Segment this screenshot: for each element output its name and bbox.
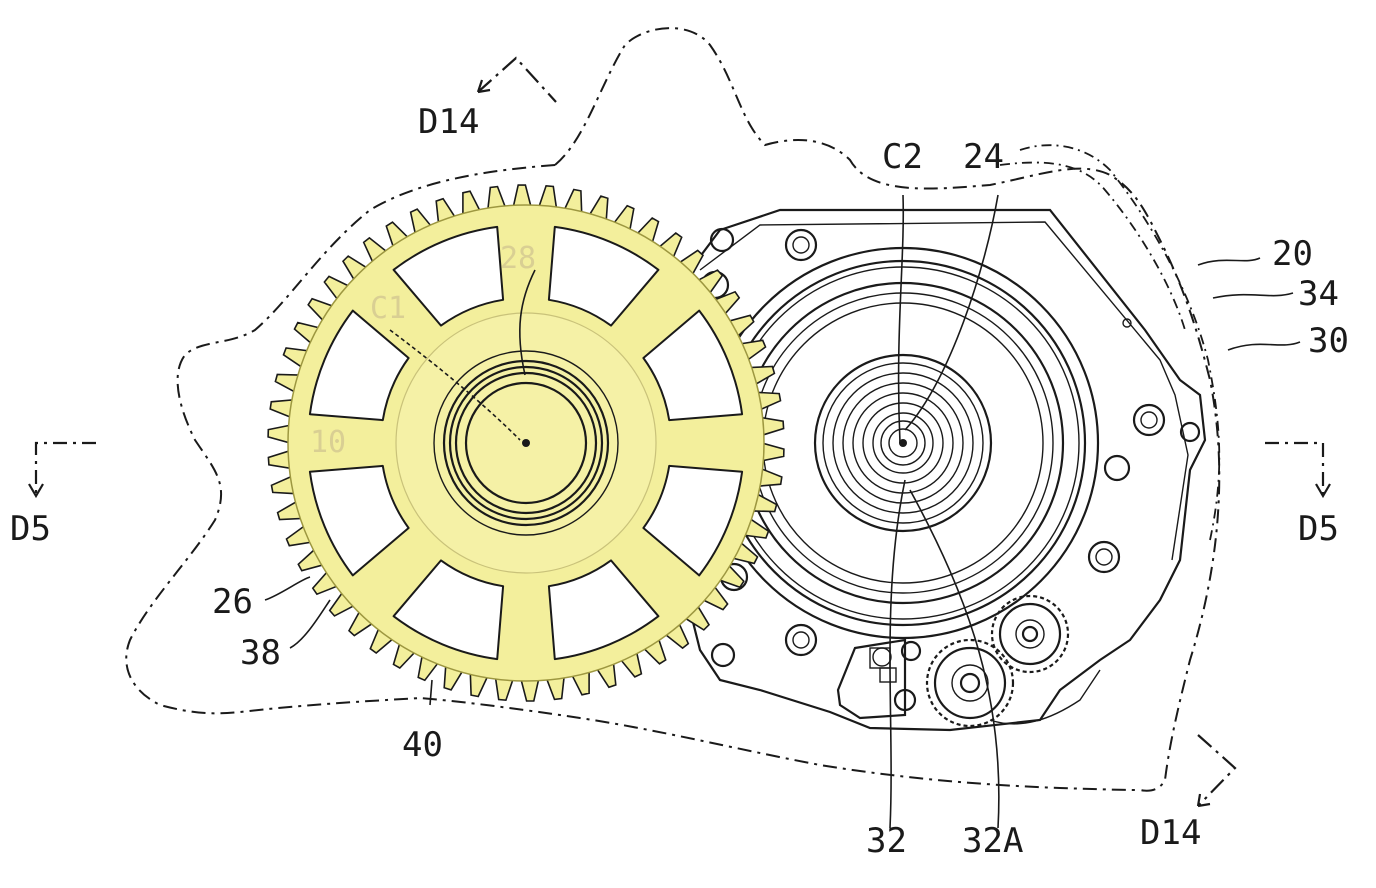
- gear-windows: [308, 225, 744, 661]
- labels: D14 D14 D5 D5 C2 24 20 34 30 26 38 40 32…: [10, 102, 1349, 861]
- gear-window: [547, 559, 660, 661]
- leader-lines: [264, 194, 1301, 829]
- section-line-d5-right: [1265, 441, 1331, 499]
- label-32a: 32A: [962, 821, 1023, 861]
- label-10: 10: [310, 425, 346, 460]
- label-24: 24: [963, 137, 1004, 177]
- section-line-d5-left: [28, 441, 96, 499]
- label-c2: C2: [882, 137, 923, 177]
- gear-window: [547, 225, 660, 327]
- label-d14-bottom: D14: [1140, 813, 1201, 853]
- highlighted-gear: [267, 184, 785, 702]
- gear-train: [836, 594, 1101, 728]
- label-38: 38: [240, 633, 281, 673]
- label-30: 30: [1308, 321, 1349, 361]
- gear-window: [642, 464, 744, 577]
- label-26: 26: [212, 582, 253, 622]
- label-40: 40: [402, 725, 443, 765]
- gear-window: [308, 464, 410, 577]
- housing-outline: [125, 27, 1221, 792]
- label-d14-top: D14: [418, 102, 479, 142]
- section-line-d14-top: [476, 56, 557, 103]
- gear-window: [392, 225, 505, 327]
- label-34: 34: [1298, 274, 1339, 314]
- label-c1: C1: [370, 291, 406, 326]
- gear-window: [392, 559, 505, 661]
- label-d5-right: D5: [1298, 509, 1339, 549]
- label-32: 32: [866, 821, 907, 861]
- gear-window: [308, 309, 410, 422]
- label-20: 20: [1272, 234, 1313, 274]
- label-28: 28: [500, 241, 536, 276]
- gear-window: [642, 309, 744, 422]
- section-line-d14-bottom: [1196, 734, 1237, 808]
- label-d5-left: D5: [10, 509, 51, 549]
